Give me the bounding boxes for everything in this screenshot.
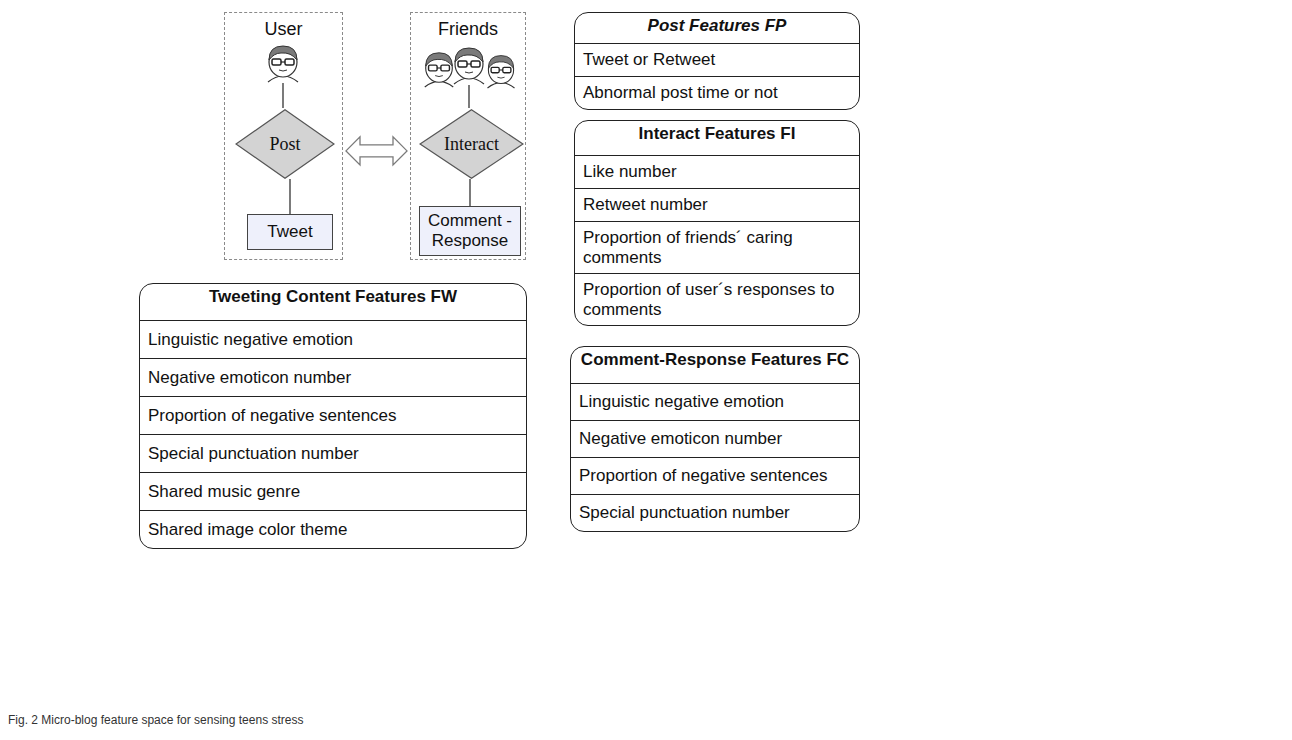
table-heading: Tweeting Content Features FW <box>140 284 526 320</box>
table-row: Retweet number <box>575 188 859 221</box>
group-box: UserPostTweet <box>224 12 343 260</box>
table-row: Proportion of negative sentences <box>140 396 526 434</box>
process-box: Comment - Response <box>419 206 521 256</box>
diamond-label: Post <box>269 134 300 155</box>
connector-stroke <box>469 179 470 206</box>
table-row: Shared music genre <box>140 472 526 510</box>
table-row: Shared image color theme <box>140 510 526 548</box>
icon-stem <box>468 85 469 108</box>
table-heading: Comment-Response Features FC <box>571 347 859 383</box>
table-heading: Interact Features FI <box>575 121 859 155</box>
table-row: Like number <box>575 155 859 188</box>
table-row: Special punctuation number <box>571 494 859 531</box>
feature-table: Tweeting Content Features FWLinguistic n… <box>139 283 527 549</box>
connector-stroke <box>289 179 290 214</box>
table-row: Proportion of negative sentences <box>571 457 859 494</box>
user-icon <box>268 46 298 82</box>
group-title: Friends <box>411 19 525 40</box>
table-row: Linguistic negative emotion <box>140 320 526 358</box>
table-row: Negative emoticon number <box>140 358 526 396</box>
table-row: Proportion of user´s responses to commen… <box>575 273 859 325</box>
box-label: Tweet <box>267 222 312 242</box>
table-row: Linguistic negative emotion <box>571 383 859 420</box>
table-row: Abnormal post time or not <box>575 76 859 109</box>
figure-caption: Fig. 2 Micro-blog feature space for sens… <box>8 713 303 727</box>
table-row: Tweet or Retweet <box>575 43 859 76</box>
feature-table: Interact Features FILike numberRetweet n… <box>574 120 860 326</box>
decision-diamond: Post <box>235 109 335 179</box>
table-row: Special punctuation number <box>140 434 526 472</box>
feature-table: Comment-Response Features FCLinguistic n… <box>570 346 860 532</box>
table-row: Proportion of friends´ caring comments <box>575 221 859 273</box>
feature-table: Post Features FPTweet or RetweetAbnormal… <box>574 12 860 110</box>
table-heading: Post Features FP <box>575 13 859 43</box>
double-arrow <box>346 137 407 165</box>
icon-stem <box>282 83 283 108</box>
friends-icons <box>425 48 515 88</box>
connector-line <box>290 179 291 214</box>
decision-diamond: Interact <box>419 109 524 179</box>
table-row: Negative emoticon number <box>571 420 859 457</box>
process-box: Tweet <box>247 214 333 250</box>
diamond-label: Interact <box>444 134 499 155</box>
group-title: User <box>225 19 342 40</box>
group-box: FriendsInteractComment - Response <box>410 12 526 260</box>
box-label: Comment - Response <box>424 211 516 250</box>
connector-line <box>470 179 471 206</box>
